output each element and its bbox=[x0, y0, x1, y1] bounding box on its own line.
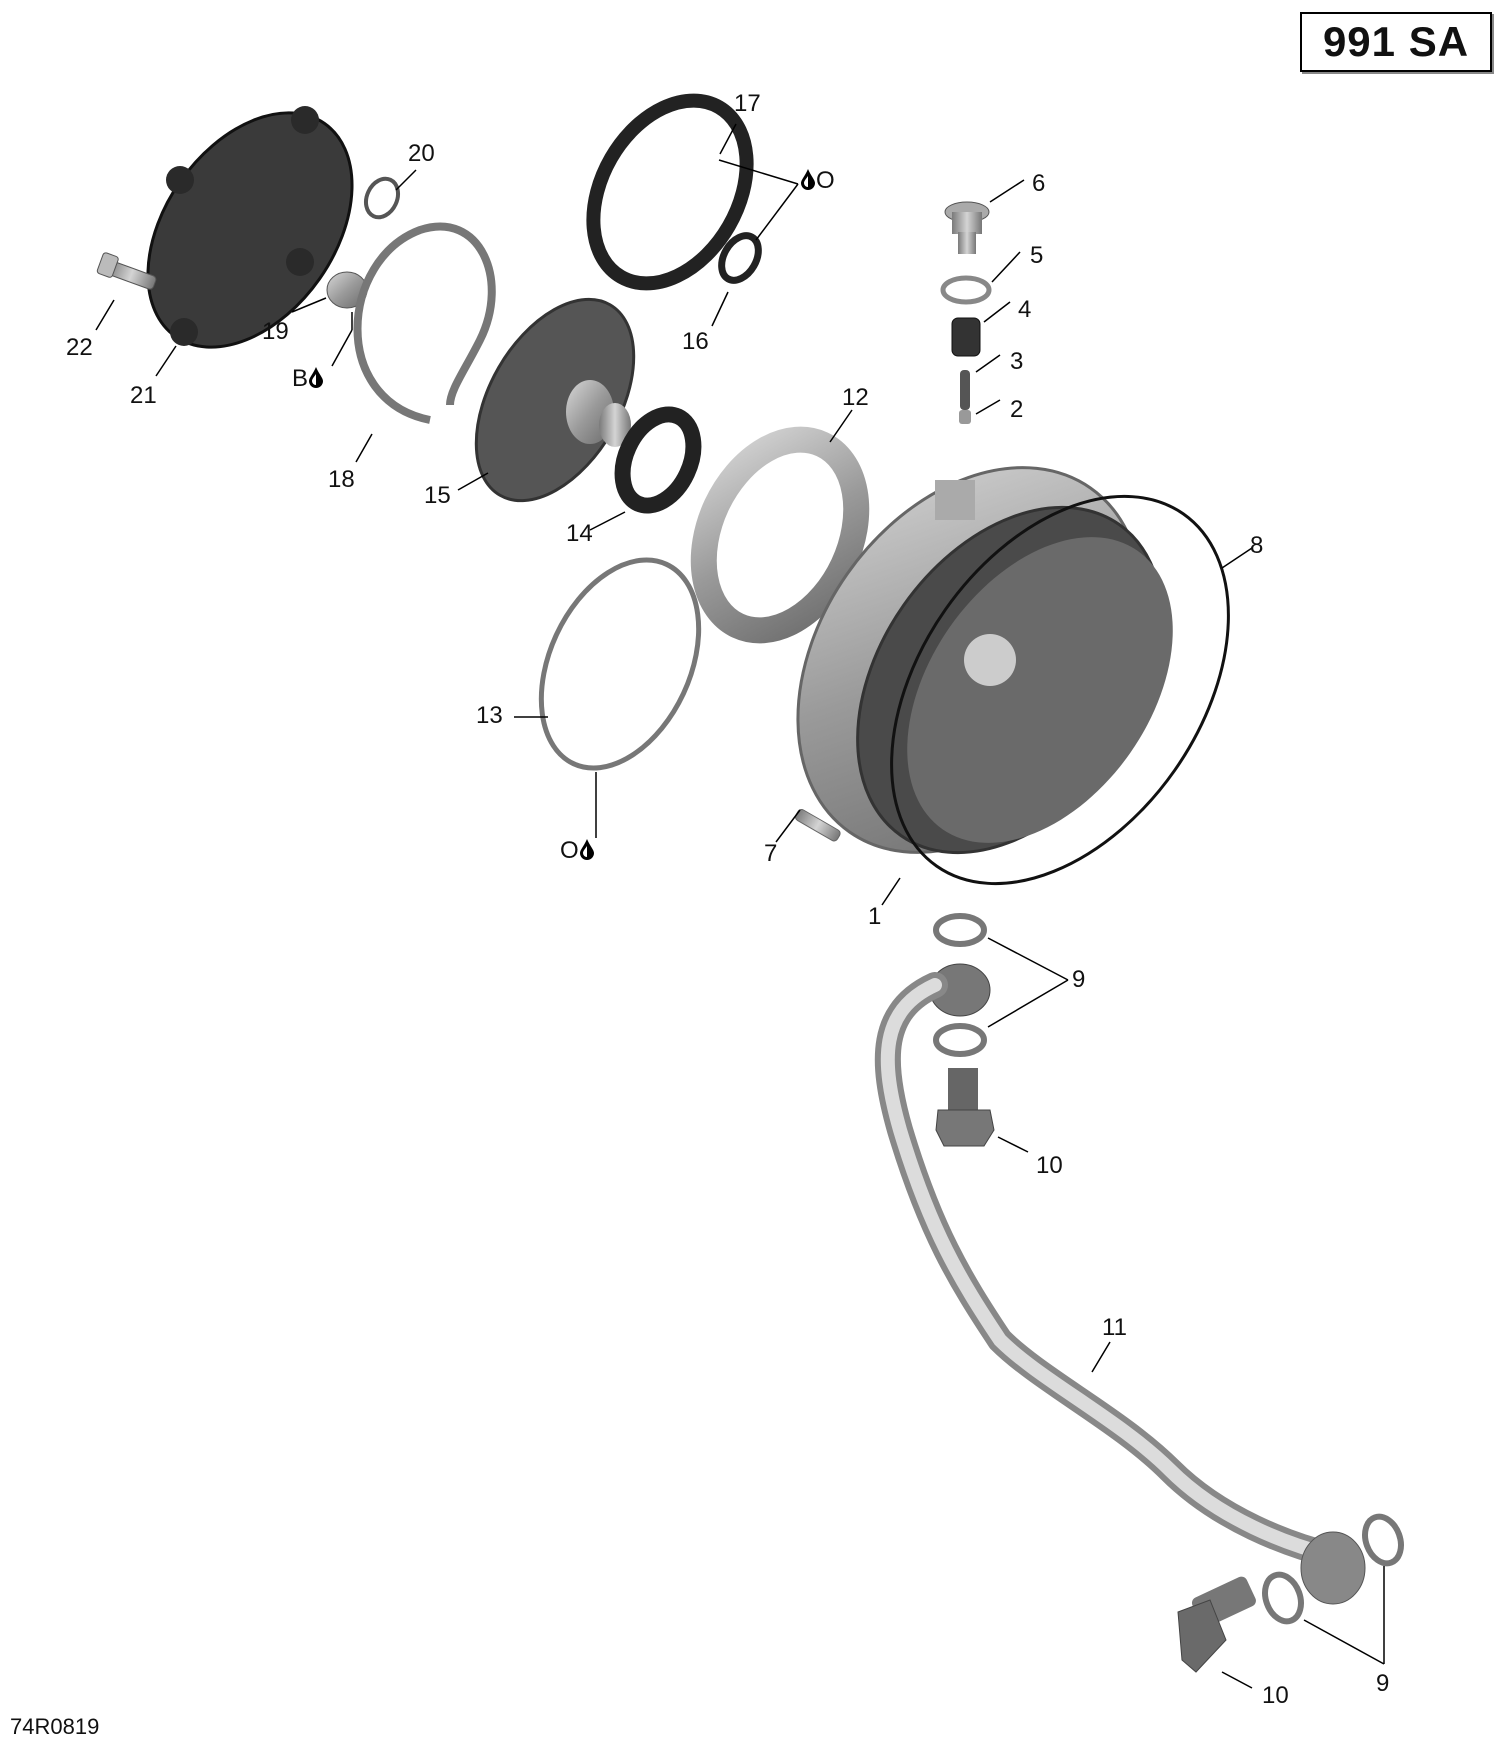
oil-drop-icon bbox=[309, 367, 324, 388]
part-21-cover bbox=[146, 106, 354, 349]
part-10-banjo-bolt-upper bbox=[935, 1068, 995, 1147]
part-3-valve bbox=[960, 370, 970, 410]
part-6-plug bbox=[944, 201, 990, 254]
part-16-seal-ring bbox=[718, 232, 762, 284]
callout-14: 14 bbox=[566, 520, 593, 547]
part-15-impeller bbox=[474, 297, 636, 503]
part-9-washer-left bbox=[1262, 1571, 1304, 1625]
part-14-seal bbox=[614, 406, 702, 514]
part-17-seal-ring bbox=[586, 93, 754, 291]
part-12-sleeve bbox=[690, 426, 870, 644]
callout-12: 12 bbox=[842, 384, 869, 411]
callout-7: 7 bbox=[764, 840, 778, 867]
callout-9-lower: 9 bbox=[1376, 1670, 1390, 1697]
part-8-gasket bbox=[890, 494, 1230, 886]
banjo-fitting-lower bbox=[1300, 1531, 1366, 1605]
callout-1: 1 bbox=[868, 903, 882, 930]
callout-4: 4 bbox=[1018, 296, 1032, 323]
callout-21: 21 bbox=[130, 382, 157, 409]
callout-22: 22 bbox=[66, 334, 93, 361]
part-20-o-ring bbox=[363, 176, 401, 220]
annotation-b-19: B bbox=[292, 366, 324, 391]
callout-20: 20 bbox=[408, 140, 435, 167]
callout-5: 5 bbox=[1030, 242, 1044, 269]
callout-8: 8 bbox=[1250, 532, 1264, 559]
callout-10-lower: 10 bbox=[1262, 1682, 1289, 1709]
callout-19: 19 bbox=[262, 318, 289, 345]
callout-17: 17 bbox=[734, 90, 761, 117]
callout-3: 3 bbox=[1010, 348, 1024, 375]
annotation-oil-17-16: O bbox=[800, 168, 835, 193]
annotation-letter: O bbox=[816, 167, 835, 194]
callout-9-upper: 9 bbox=[1072, 966, 1086, 993]
part-9-washer-right bbox=[1362, 1513, 1404, 1567]
part-2-plug bbox=[959, 410, 971, 424]
callout-15: 15 bbox=[424, 482, 451, 509]
annotation-oil-13: O bbox=[560, 838, 595, 863]
callout-11: 11 bbox=[1102, 1314, 1127, 1341]
callout-10-upper: 10 bbox=[1036, 1152, 1063, 1179]
reference-code: 74R0819 bbox=[10, 1714, 100, 1739]
annotation-letter: B bbox=[292, 365, 309, 392]
callout-18: 18 bbox=[328, 466, 355, 493]
callout-6: 6 bbox=[1032, 170, 1046, 197]
callout-2: 2 bbox=[1010, 396, 1024, 423]
part-10-banjo-bolt-lower bbox=[1177, 1576, 1256, 1673]
callout-13: 13 bbox=[476, 702, 503, 729]
part-18-circlip bbox=[353, 222, 496, 424]
annotation-letter: O bbox=[560, 837, 579, 864]
callout-16: 16 bbox=[682, 328, 709, 355]
part-9-washer-lower bbox=[933, 1023, 987, 1057]
part-1-housing bbox=[796, 466, 1173, 855]
leader-lines bbox=[95, 123, 1385, 1689]
part-22-bolt bbox=[96, 252, 157, 290]
part-5-o-ring bbox=[940, 275, 992, 305]
oil-drop-icon bbox=[579, 839, 594, 860]
part-4-spring bbox=[951, 317, 981, 357]
oil-drop-icon bbox=[801, 169, 815, 190]
part-13-o-ring bbox=[538, 557, 702, 771]
model-badge: 991 SA bbox=[1300, 12, 1492, 72]
part-9-washer-upper bbox=[933, 913, 987, 947]
